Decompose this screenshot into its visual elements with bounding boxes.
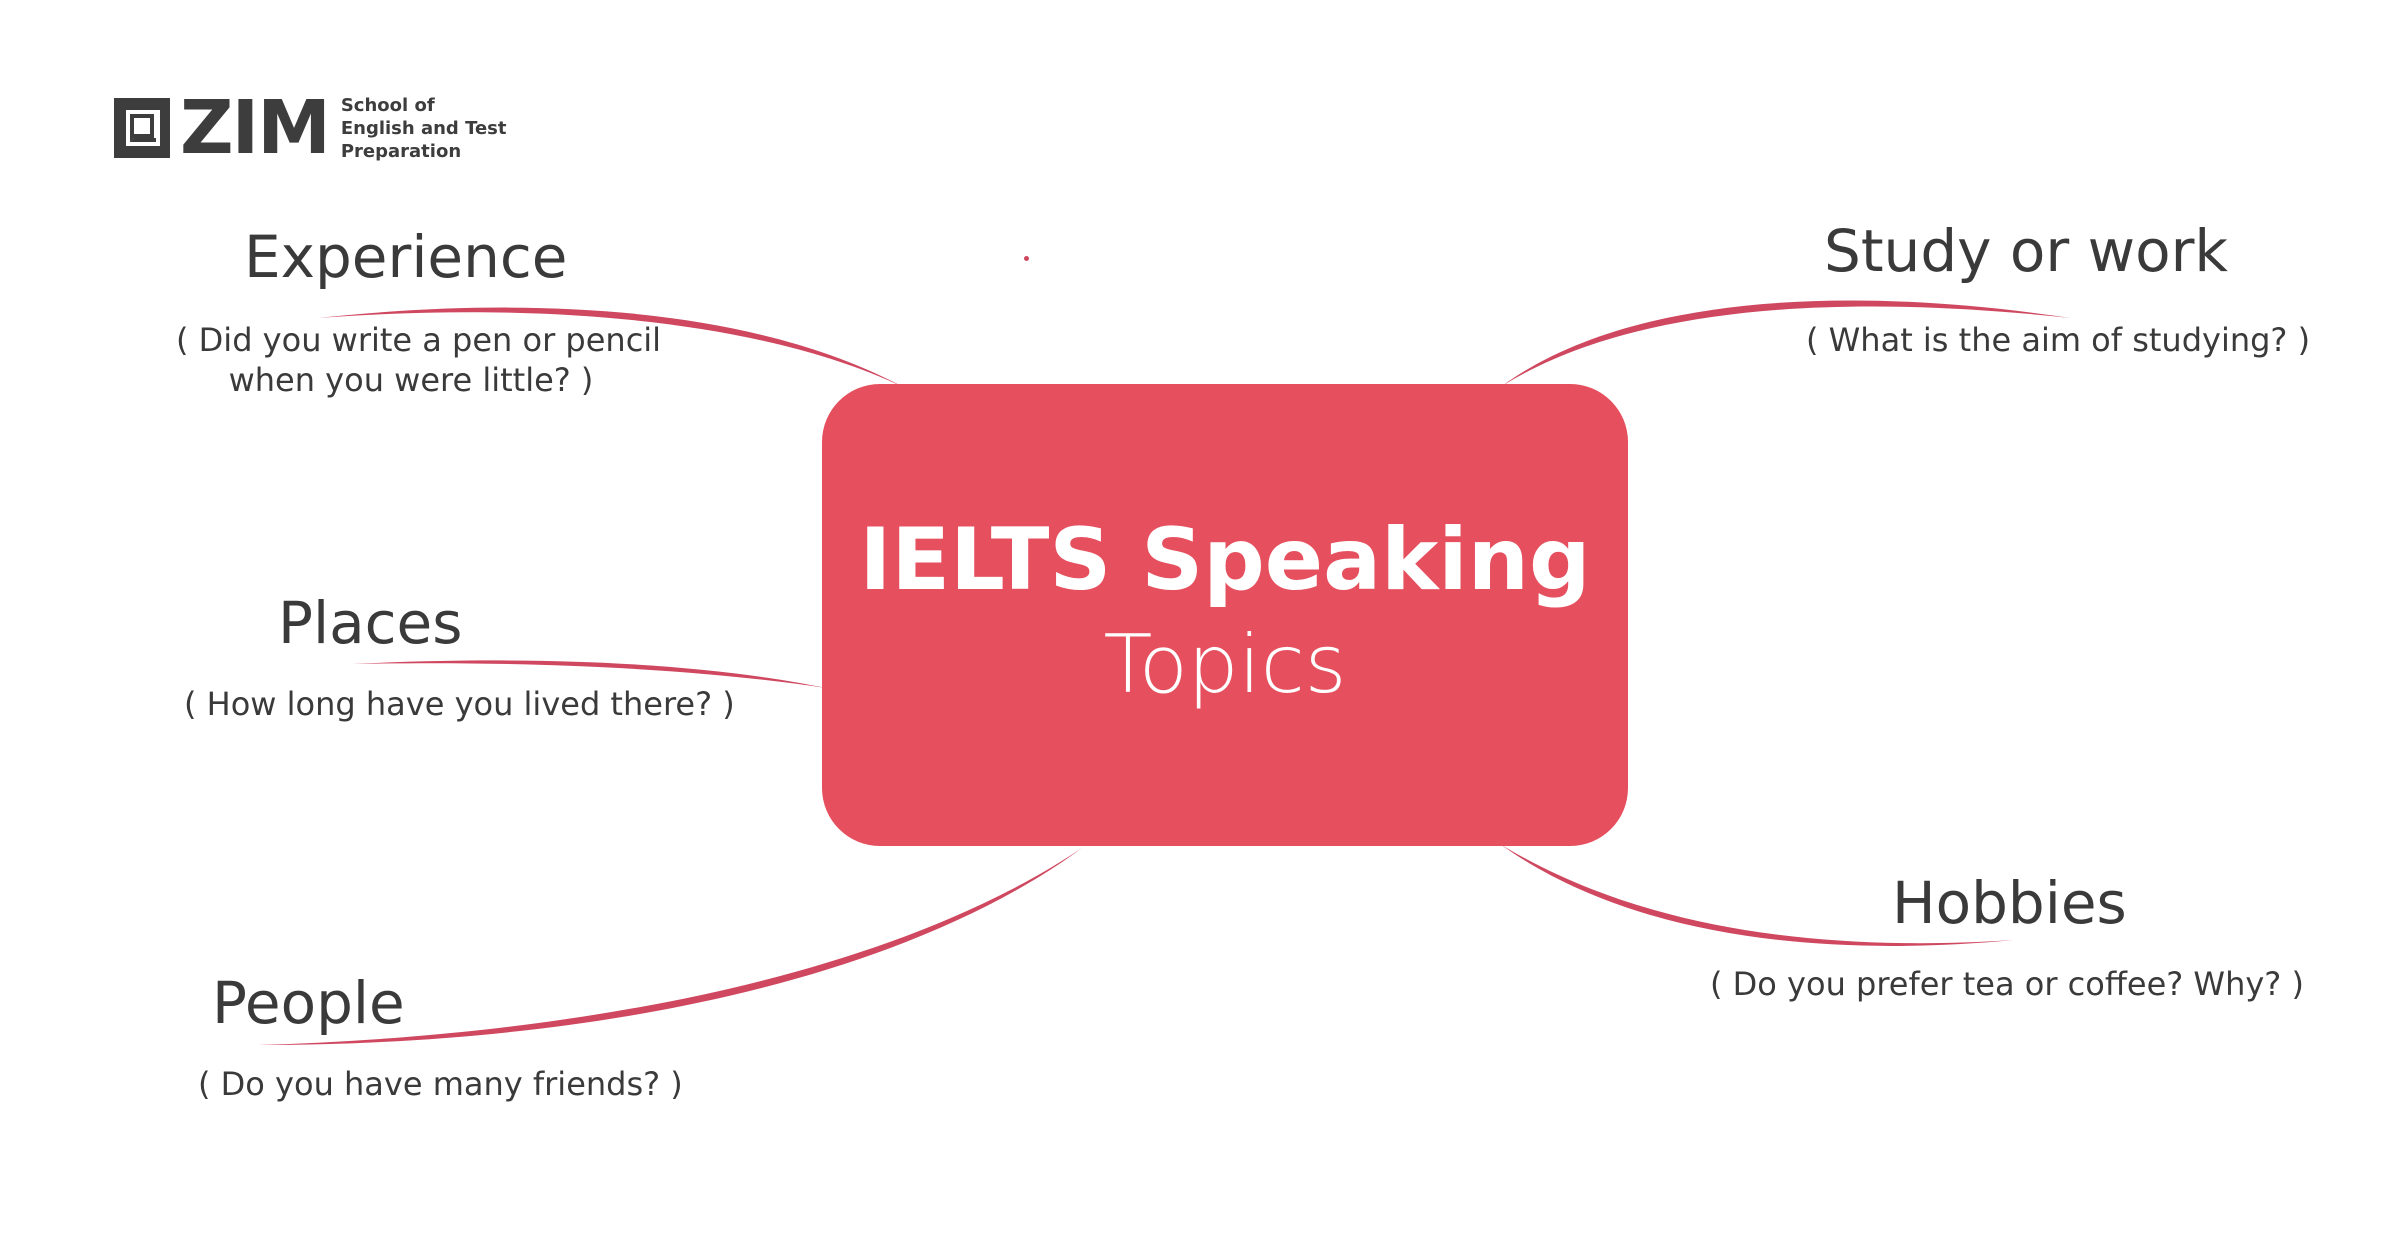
- logo-tagline-line: Preparation: [340, 140, 462, 162]
- topic-places-label: Places: [278, 589, 463, 657]
- connector-places: [352, 660, 826, 688]
- question-line: ( How long have you lived there? ): [184, 685, 735, 723]
- topic-experience-question: ( Did you write a pen or pencil when you…: [176, 320, 662, 400]
- question-line: ( Did you write a pen or pencil: [176, 321, 662, 359]
- question-line: when you were little? ): [228, 361, 594, 399]
- topic-study-question: ( What is the aim of studying? ): [1806, 320, 2311, 360]
- connector-people: [258, 848, 1082, 1045]
- topic-hobbies-label: Hobbies: [1892, 869, 2127, 937]
- central-topic-box: IELTS Speaking Topics: [822, 384, 1628, 846]
- topic-people-question: ( Do you have many friends? ): [198, 1064, 683, 1104]
- logo-wordmark: ZIM: [180, 85, 331, 171]
- decorative-dot: [1024, 256, 1029, 261]
- question-line: ( What is the aim of studying? ): [1806, 321, 2311, 359]
- topic-study-label: Study or work: [1824, 217, 2229, 285]
- central-title: IELTS Speaking: [859, 510, 1591, 610]
- question-line: ( Do you prefer tea or coffee? Why? ): [1710, 965, 2304, 1003]
- connector-hobbies: [1500, 844, 2014, 946]
- topic-hobbies-question: ( Do you prefer tea or coffee? Why? ): [1710, 964, 2304, 1004]
- topic-people-label: People: [212, 969, 405, 1037]
- book-icon: [114, 98, 170, 158]
- logo-tagline: School of English and Test Preparation: [341, 94, 507, 163]
- topic-experience-label: Experience: [244, 223, 568, 291]
- logo-tagline-line: School of: [340, 94, 435, 116]
- topic-places-question: ( How long have you lived there? ): [184, 684, 735, 724]
- question-line: ( Do you have many friends? ): [198, 1065, 683, 1103]
- central-subtitle: Topics: [1103, 618, 1347, 711]
- logo-tagline-line: English and Test: [340, 117, 507, 139]
- zim-logo: ZIM School of English and Test Preparati…: [114, 85, 507, 171]
